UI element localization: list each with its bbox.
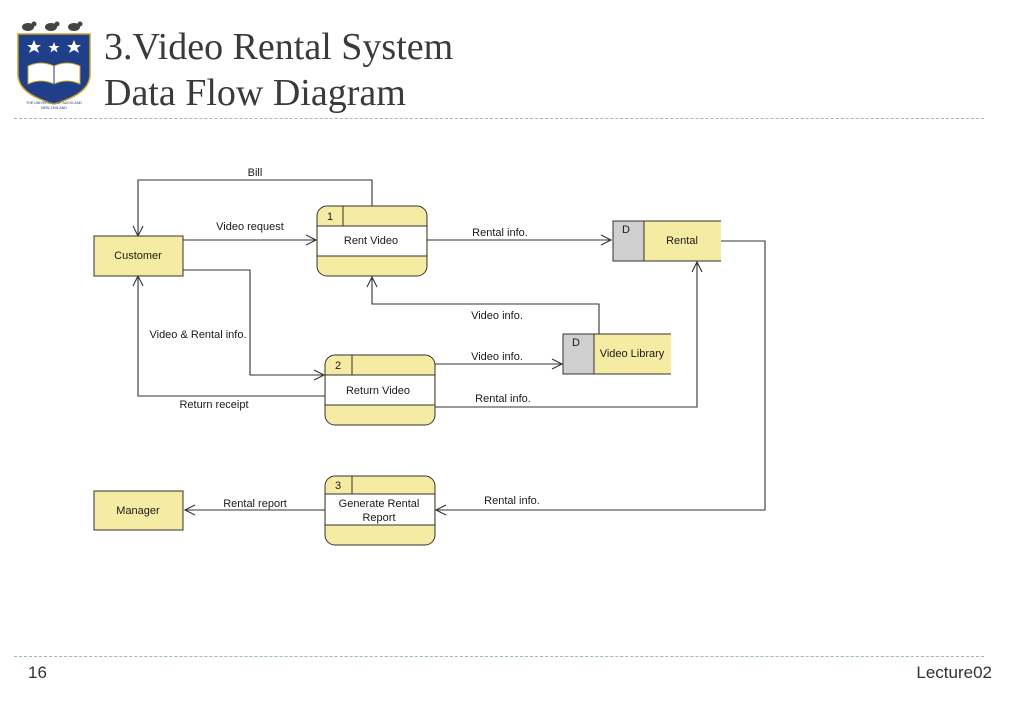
flow-return-receipt <box>138 276 325 397</box>
label-rental-report: Rental report <box>223 498 287 510</box>
label-return-receipt: Return receipt <box>179 399 248 411</box>
page-number: 16 <box>28 663 47 682</box>
logo-caption-1: THE UNIVERSITY OF AUCKLAND <box>26 101 82 105</box>
entity-manager-label: Manager <box>116 505 160 517</box>
entity-manager: Manager <box>93 490 184 531</box>
process-2-name: Return Video <box>346 385 410 397</box>
process-generate-rental-report: 3 Generate Rental Report <box>324 475 436 546</box>
slide-title-line-2: Data Flow Diagram <box>104 72 406 114</box>
label-rental-info-2: Rental info. <box>475 393 531 405</box>
label-rental-info-1: Rental info. <box>472 227 528 239</box>
process-rent-video: 1 Rent Video <box>316 205 428 277</box>
label-video-request: Video request <box>216 221 284 233</box>
label-video-info-2: Video info. <box>471 351 523 363</box>
datastore-rental-id: D <box>622 224 630 236</box>
slide-title: 3.Video Rental System Data Flow Diagram <box>104 24 453 116</box>
label-video-info-1: Video info. <box>471 310 523 322</box>
entity-customer-label: Customer <box>114 250 162 262</box>
kiwi-birds-icon <box>22 21 83 31</box>
label-bill: Bill <box>248 167 263 179</box>
header-divider <box>14 118 984 119</box>
datastore-video-library: D Video Library <box>562 333 671 375</box>
flow-customer-to-return <box>183 269 324 375</box>
datastore-video-library-name: Video Library <box>600 348 665 360</box>
process-3-id: 3 <box>335 480 341 492</box>
label-video-rental-info: Video & Rental info. <box>149 329 246 341</box>
flow-rental-info-2 <box>435 262 697 408</box>
process-1-name: Rent Video <box>344 235 398 247</box>
flow-video-info-1 <box>372 277 600 334</box>
stars-icon <box>27 40 81 53</box>
datastore-rental: D Rental <box>612 220 721 262</box>
process-3-name-line-2: Report <box>362 512 395 524</box>
datastore-video-library-id: D <box>572 337 580 349</box>
process-return-video: 2 Return Video <box>324 354 436 426</box>
process-3-name-line-1: Generate Rental <box>339 498 420 510</box>
process-1-id: 1 <box>327 211 333 223</box>
process-2-id: 2 <box>335 360 341 372</box>
university-crest-logo: THE UNIVERSITY OF AUCKLAND NEW ZEALAND <box>14 18 94 110</box>
footer-divider <box>14 656 984 657</box>
lecture-label: Lecture02 <box>916 663 992 682</box>
flow-rental-info-3 <box>436 240 766 510</box>
flow-bill <box>138 179 373 236</box>
slide-title-line-1: 3.Video Rental System <box>104 26 454 68</box>
logo-caption-2: NEW ZEALAND <box>41 106 67 110</box>
datastore-rental-name: Rental <box>666 235 698 247</box>
label-rental-info-3: Rental info. <box>484 495 540 507</box>
entity-customer: Customer <box>93 235 184 277</box>
